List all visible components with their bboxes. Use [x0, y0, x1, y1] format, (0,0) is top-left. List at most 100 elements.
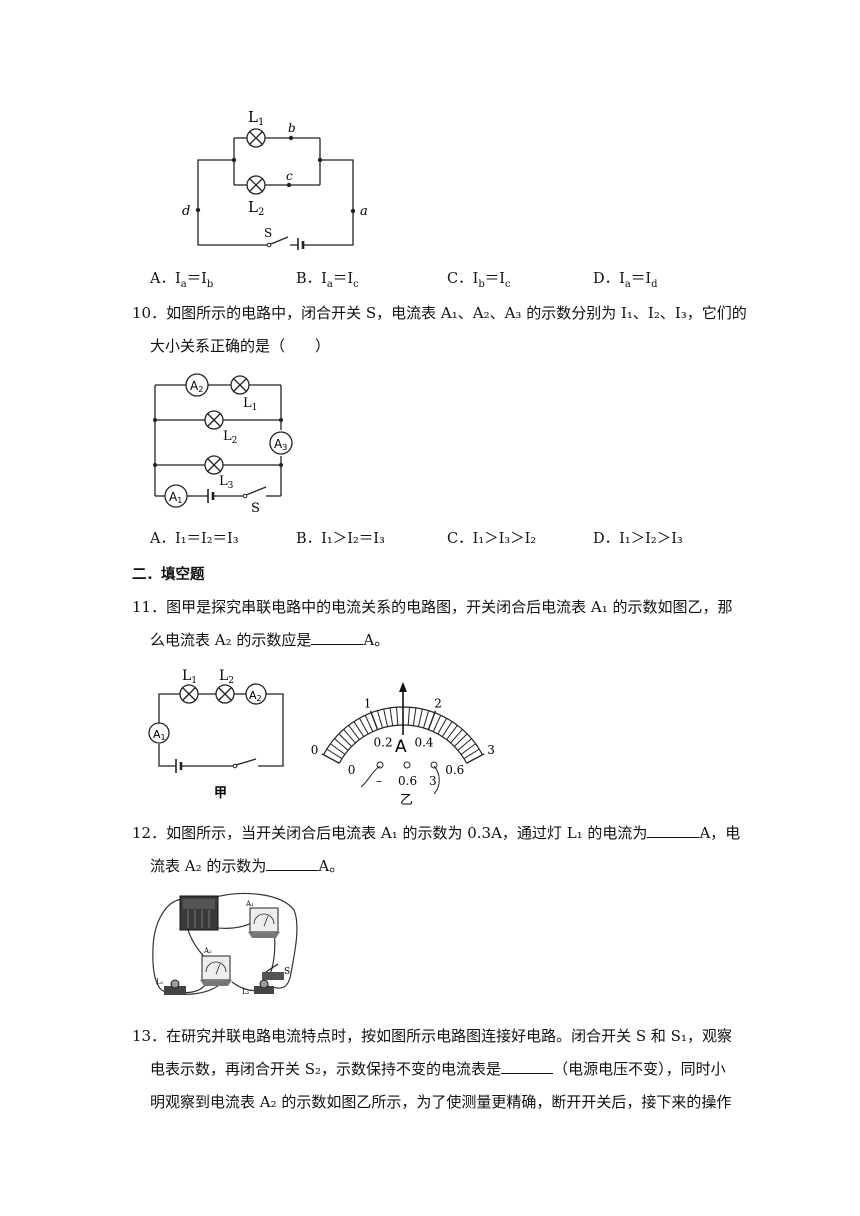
- q10-option-d[interactable]: D．I₁＞I₂＞I₃: [593, 531, 683, 547]
- dial-tick-mark: [407, 707, 410, 726]
- dial-tick-inner-0.6: 0.6: [445, 763, 464, 777]
- q13-stem-line2: 电表示数，再闭合开关 S₂，示数保持不变的电流表是（电源电压不变），同时小: [150, 1059, 726, 1079]
- photo-l1-label: L₁: [156, 978, 164, 986]
- dial-tick-outer-2: 2: [434, 696, 442, 710]
- sub: b: [206, 278, 214, 290]
- caption-jia: 甲: [214, 786, 227, 801]
- section-title-fill-in: 二．填空题: [132, 567, 205, 583]
- sub: a: [326, 278, 333, 290]
- dial-tick-mark: [389, 707, 394, 726]
- dial-tick-mark: [330, 743, 346, 755]
- label-b: b: [288, 121, 296, 135]
- photo-l2-label: L₂: [242, 988, 250, 996]
- lamp-l2-label: L2: [223, 429, 237, 446]
- dial-tick-mark: [453, 733, 468, 747]
- q9-circuit-diagram: L1 L2 b c d a S: [182, 108, 368, 250]
- dial-tick-inner-0: 0: [348, 763, 356, 777]
- q10-option-a[interactable]: A．I₁＝I₂＝I₃: [150, 531, 239, 547]
- q10-stem-line1: 10．如图所示的电路中，闭合开关 S，电流表 A₁、A₂、A₃ 的示数分别为 I…: [132, 304, 747, 322]
- dial-tick-mark: [457, 738, 472, 751]
- dial-tick-mark: [376, 710, 383, 729]
- caption-yi: 乙: [400, 793, 413, 807]
- q11-unit: A。: [363, 631, 390, 649]
- label-s: S: [264, 226, 272, 240]
- dial-tick-mark: [432, 715, 442, 732]
- dial-tick-mark: [466, 753, 485, 764]
- ammeter-a1-label: A1: [153, 728, 166, 742]
- q13-stem-line3: 明观察到电流表 A₂ 的示数如图乙所示，为了使测量更精确，断开开关后，接下来的操…: [150, 1093, 732, 1111]
- dial-tick-mark: [353, 721, 365, 737]
- label-l2: L2: [248, 198, 264, 218]
- ammeter-a2-label: A2: [249, 689, 262, 703]
- dial-tick-outer-1: 1: [364, 696, 372, 710]
- dial-tick-outer-3: 3: [487, 743, 495, 757]
- dial-tick-mark: [364, 715, 374, 732]
- q11-circuit-jia: L1 L2 A2 A1 甲: [148, 668, 284, 801]
- dial-tick-mark: [321, 753, 340, 764]
- ammeter-a2-label: A2: [190, 379, 203, 394]
- q9-option-b[interactable]: B．Ia＝Ic: [296, 269, 359, 295]
- photo-a2-label: A₂: [203, 947, 212, 955]
- photo-s-label: S: [284, 967, 290, 977]
- sub: b: [478, 278, 485, 290]
- label-l1: L1: [248, 108, 264, 128]
- dial-unit: A: [395, 737, 407, 757]
- q9-option-c[interactable]: C．Ib＝Ic: [447, 269, 511, 295]
- terminal-0.6: 0.6: [398, 774, 417, 788]
- dial-tick-mark: [326, 748, 343, 760]
- ammeter-a3-label: A3: [274, 437, 287, 452]
- q9-option-d-text: D．I: [593, 271, 625, 287]
- q11-stem-line1: 11．图甲是探究串联电路中的电流关系的电路图，开关闭合后电流表 A₁ 的示数如图…: [132, 598, 733, 616]
- lamp-l3-label: L3: [219, 474, 234, 491]
- q11-text: 么电流表 A₂ 的示数应是: [150, 631, 312, 649]
- dial-tick-outer-0: 0: [311, 743, 319, 757]
- dial-tick-mark: [338, 733, 353, 747]
- lamp-l1-label: L1: [182, 668, 197, 686]
- q12-unit: A。: [318, 857, 345, 875]
- sub: a: [624, 278, 631, 290]
- q9-option-d[interactable]: D．Ia＝Id: [593, 269, 657, 295]
- q10-option-b[interactable]: B．I₁＞I₂＝I₃: [296, 531, 385, 547]
- q12-circuit-photo: A₁ A₂ L₁ L₂ S: [152, 892, 298, 996]
- q11-answer-blank[interactable]: [311, 630, 364, 645]
- q10-circuit-diagram: A2 A3 A1 L1 L2 L3 S: [153, 373, 293, 516]
- q13-answer-blank[interactable]: [501, 1059, 554, 1074]
- q10-stem-line2: 大小关系正确的是（ ）: [150, 337, 331, 355]
- terminal-negative: –: [376, 774, 382, 788]
- sub: c: [504, 278, 511, 290]
- dial-tick-inner-0.4: 0.4: [414, 736, 433, 750]
- q11-stem-line2: 么电流表 A₂ 的示数应是 A。: [150, 630, 389, 650]
- dial-tick-inner-0.2: 0.2: [374, 736, 393, 750]
- sub: c: [353, 278, 359, 290]
- photo-a1-label: A₁: [245, 900, 254, 908]
- q12-text-tail: A，电: [699, 824, 741, 842]
- dial-tick-mark: [437, 717, 447, 735]
- dial-tick-mark: [343, 729, 356, 744]
- q9-option-c-text: C．I: [447, 271, 479, 287]
- label-c: c: [286, 169, 293, 183]
- q12-answer-blank-2[interactable]: [266, 856, 319, 871]
- q12-text2: 流表 A₂ 的示数为: [150, 857, 267, 875]
- label-a: a: [360, 204, 368, 219]
- dial-tick-mark: [441, 721, 453, 737]
- dial-tick-mark: [383, 708, 389, 727]
- q9-option-a-text: A．I: [150, 271, 181, 287]
- dial-tick-mark: [396, 707, 399, 726]
- lamp-l2-label: L2: [219, 668, 234, 686]
- q9-option-b-text: B．I: [296, 271, 327, 287]
- dial-tick-mark: [423, 710, 430, 729]
- q12-text: 12．如图所示，当开关闭合后电流表 A₁ 的示数为 0.3A，通过灯 L₁ 的电…: [132, 824, 648, 842]
- q12-stem-line1: 12．如图所示，当开关闭合后电流表 A₁ 的示数为 0.3A，通过灯 L₁ 的电…: [132, 823, 740, 843]
- dial-tick-mark: [427, 710, 437, 730]
- sub: d: [651, 278, 658, 290]
- q10-option-c[interactable]: C．I₁＞I₃＞I₂: [447, 531, 537, 547]
- lamp-l1-label: L1: [243, 396, 257, 413]
- sub: a: [180, 278, 187, 290]
- ammeter-a1-label: A1: [169, 490, 182, 505]
- dial-tick-mark: [463, 748, 480, 760]
- q11-ammeter-dial: 0 1 2 3 0 0.2 0.4 0.6 A – 0.6 3 乙: [311, 682, 495, 807]
- q12-answer-blank-1[interactable]: [647, 823, 700, 838]
- q13-text-tail: （电源电压不变），同时小: [553, 1060, 726, 1078]
- q9-option-a[interactable]: A．Ia＝Ib: [150, 269, 213, 295]
- dial-needle: [399, 682, 407, 735]
